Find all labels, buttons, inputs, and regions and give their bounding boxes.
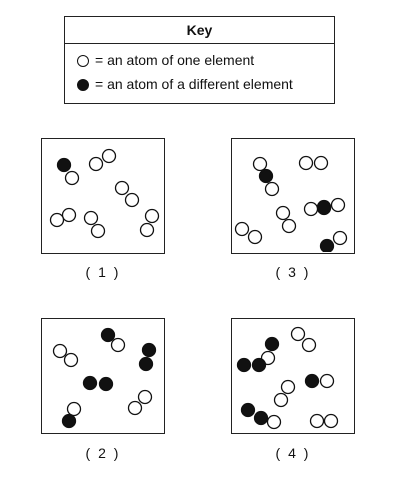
molecule	[114, 180, 140, 208]
molecule	[316, 197, 346, 215]
molecule	[82, 375, 114, 392]
filled-atom-icon	[138, 356, 154, 372]
molecule	[252, 156, 280, 197]
molecule	[127, 389, 153, 416]
panel-2	[41, 318, 165, 434]
open-atom-icon	[301, 337, 317, 353]
open-atom-icon	[64, 170, 80, 186]
atoms-canvas	[49, 148, 160, 239]
molecule	[319, 230, 348, 252]
panel-3	[231, 138, 355, 254]
open-atom-icon	[290, 326, 306, 342]
key-row-open: = an atom of one element	[65, 49, 334, 73]
molecule	[304, 373, 335, 389]
molecule	[139, 208, 160, 238]
filled-atom-icon	[316, 199, 332, 215]
molecule	[83, 210, 106, 239]
filled-atom-icon	[240, 402, 256, 418]
open-atom-icon	[319, 373, 335, 389]
filled-atom-icon	[100, 327, 116, 343]
molecule	[275, 205, 297, 234]
filled-circle-icon	[77, 79, 89, 91]
molecule	[49, 207, 77, 228]
open-atom-icon	[247, 229, 263, 245]
open-atom-icon	[137, 389, 153, 405]
open-atom-icon	[127, 400, 143, 416]
filled-atom-icon	[82, 375, 98, 391]
open-atom-icon	[110, 337, 126, 353]
key-filled-label: = an atom of a different element	[95, 76, 293, 92]
open-atom-icon	[114, 180, 130, 196]
open-atom-icon	[313, 155, 329, 171]
open-atom-icon	[275, 205, 291, 221]
open-atom-icon	[323, 413, 339, 429]
open-atom-icon	[63, 352, 79, 368]
open-atom-icon	[83, 210, 99, 226]
molecule	[290, 326, 317, 353]
panel-1-label: ( 1 )	[85, 264, 121, 280]
open-atom-icon	[101, 148, 117, 164]
filled-atom-icon	[56, 157, 72, 173]
atoms-canvas	[52, 327, 157, 429]
open-atom-icon	[280, 379, 296, 395]
panel-4-label: ( 4 )	[275, 445, 311, 461]
open-circle-icon	[77, 55, 89, 67]
molecule	[309, 413, 339, 429]
filled-atom-icon	[141, 342, 157, 358]
open-atom-icon	[124, 192, 140, 208]
open-atom-icon	[61, 207, 77, 223]
molecule	[236, 357, 267, 373]
open-atom-icon	[90, 223, 106, 239]
open-atom-icon	[144, 208, 160, 224]
panel-2-label: ( 2 )	[85, 445, 121, 461]
open-atom-icon	[139, 222, 155, 238]
molecule	[100, 327, 126, 353]
panel-3-label: ( 3 )	[275, 264, 311, 280]
molecule	[273, 379, 296, 408]
key-row-filled: = an atom of a different element	[65, 73, 334, 97]
molecule	[88, 148, 117, 172]
filled-atom-icon	[98, 376, 114, 392]
open-atom-icon	[252, 156, 268, 172]
filled-atom-icon	[258, 168, 274, 184]
open-atom-icon	[281, 218, 297, 234]
molecule	[234, 221, 263, 245]
panel-4	[231, 318, 355, 434]
open-atom-icon	[234, 221, 250, 237]
filled-atom-icon	[61, 413, 77, 429]
filled-atom-icon	[251, 357, 267, 373]
molecule	[61, 401, 82, 429]
molecule	[138, 342, 157, 372]
open-atom-icon	[52, 343, 68, 359]
open-atom-icon	[332, 230, 348, 246]
molecule	[298, 155, 329, 171]
open-atom-icon	[88, 156, 104, 172]
key-box: Key = an atom of one element = an atom o…	[64, 16, 335, 104]
atoms-canvas	[234, 155, 348, 252]
open-atom-icon	[264, 181, 280, 197]
open-atom-icon	[330, 197, 346, 213]
filled-atom-icon	[236, 357, 252, 373]
open-atom-icon	[309, 413, 325, 429]
filled-atom-icon	[264, 336, 280, 352]
open-atom-icon	[303, 201, 319, 217]
molecule	[52, 343, 79, 368]
filled-atom-icon	[304, 373, 320, 389]
atoms-canvas	[236, 326, 339, 430]
key-title: Key	[65, 17, 334, 44]
molecule	[56, 157, 80, 186]
open-atom-icon	[273, 392, 289, 408]
filled-atom-icon	[319, 238, 335, 252]
panel-1	[41, 138, 165, 254]
key-open-label: = an atom of one element	[95, 52, 255, 68]
open-atom-icon	[266, 414, 282, 430]
open-atom-icon	[49, 212, 65, 228]
open-atom-icon	[66, 401, 82, 417]
open-atom-icon	[298, 155, 314, 171]
molecule	[240, 402, 282, 430]
filled-atom-icon	[253, 410, 269, 426]
